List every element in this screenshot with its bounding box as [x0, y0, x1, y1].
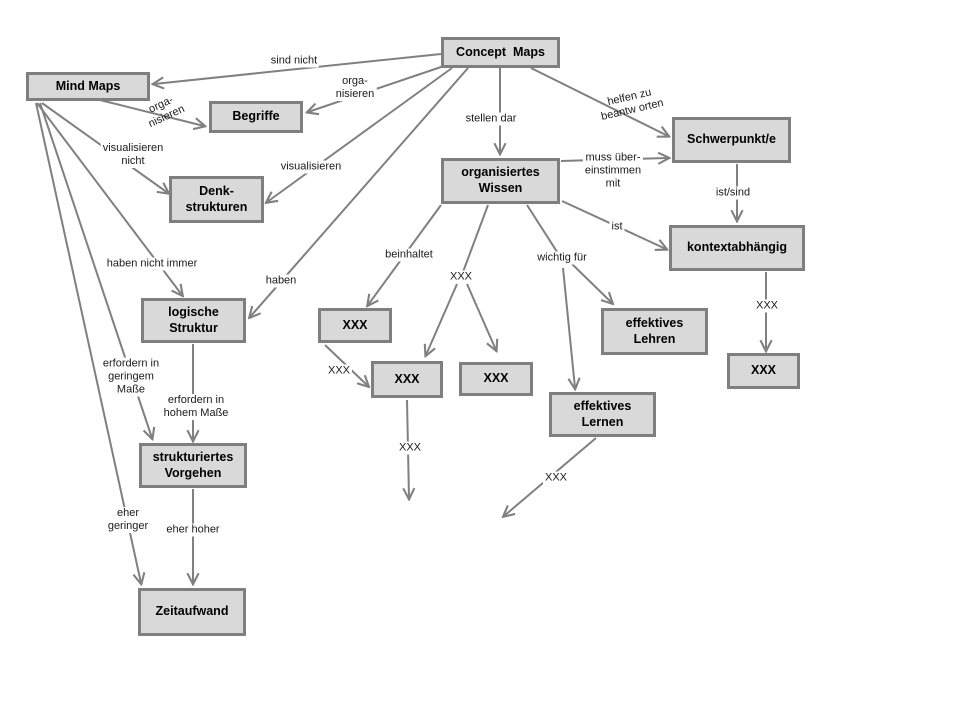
- node-mind-maps: Mind Maps: [26, 72, 150, 101]
- edge-label-xxx-kontext: XXX: [753, 299, 781, 313]
- node-denk-strukturen: Denk- strukturen: [169, 176, 264, 223]
- edge-label-visualisieren-nicht: visualisieren nicht: [100, 142, 166, 168]
- edge-conceptmaps-denkstrukturen: [267, 67, 453, 202]
- edge-label-xxx-lernen: XXX: [542, 471, 570, 485]
- node-zeitaufwand: Zeitaufwand: [138, 588, 246, 636]
- node-xxx-rechts: XXX: [727, 353, 800, 389]
- edge-label-visualisieren: visualisieren: [278, 160, 344, 174]
- edge-label-haben: haben: [263, 274, 299, 288]
- node-schwerpunkte: Schwerpunkt/e: [672, 117, 791, 163]
- node-effektives-lernen: effektives Lernen: [549, 392, 656, 437]
- edge-label-xxx-unten: XXX: [396, 441, 424, 455]
- edge-conceptmaps-schwerpunkte: [530, 67, 668, 136]
- node-effektives-lehren: effektives Lehren: [601, 308, 708, 355]
- node-xxx-2: XXX: [371, 361, 443, 398]
- edge-mindmaps-zeitaufwand: [35, 102, 141, 583]
- edge-label-ist: ist: [609, 220, 625, 234]
- edge-label-beinhaltet: beinhaltet: [383, 248, 435, 262]
- edge-label-organisieren-conceptmaps: orga- nisieren: [333, 75, 377, 101]
- node-xxx-3: XXX: [459, 362, 533, 396]
- edge-fork-xxx3: [466, 283, 496, 350]
- node-organisiertes-wissen: organisiertes Wissen: [441, 158, 560, 204]
- edge-label-wichtig-fuer: wichtig für: [535, 251, 589, 265]
- edge-orgwissen-wichtig-stem: [526, 204, 562, 259]
- edge-label-xxx-fork: XXX: [447, 270, 475, 284]
- edge-conceptmaps-mindmaps: [154, 53, 442, 84]
- edge-orgwissen-fork-stem: [462, 204, 489, 273]
- node-logische-struktur: logische Struktur: [141, 298, 246, 343]
- edge-label-eher-hoher: eher hoher: [164, 523, 222, 537]
- node-begriffe: Begriffe: [209, 101, 303, 133]
- node-xxx-1: XXX: [318, 308, 392, 343]
- edge-label-haben-nicht-immer: haben nicht immer: [104, 257, 200, 271]
- edge-mindmaps-begriffe: [99, 99, 204, 126]
- edge-wichtig-lernen: [562, 267, 575, 388]
- edge-label-eher-geringer: eher geringer: [105, 507, 151, 533]
- edge-label-erfordern-geringem: erfordern in geringem Maße: [100, 357, 162, 397]
- node-kontextabhaengig: kontextabhängig: [669, 225, 805, 271]
- edge-label-erfordern-hohem: erfordern in hohem Maße: [161, 394, 231, 420]
- edge-label-xxx-1-2: XXX: [325, 364, 353, 378]
- edge-label-stellen-dar: stellen dar: [463, 112, 519, 126]
- node-strukturiertes-vorgehen: strukturiertes Vorgehen: [139, 443, 247, 488]
- edge-fork-xxx2: [426, 283, 458, 355]
- edge-wichtig-lehren: [571, 263, 612, 303]
- node-concept-maps: Concept Maps: [441, 37, 560, 68]
- edge-label-muss-uebereinstimmen: muss über- einstimmen mit: [582, 151, 644, 191]
- edge-label-sind-nicht: sind nicht: [268, 54, 320, 68]
- edge-label-ist-sind: ist/sind: [713, 186, 753, 200]
